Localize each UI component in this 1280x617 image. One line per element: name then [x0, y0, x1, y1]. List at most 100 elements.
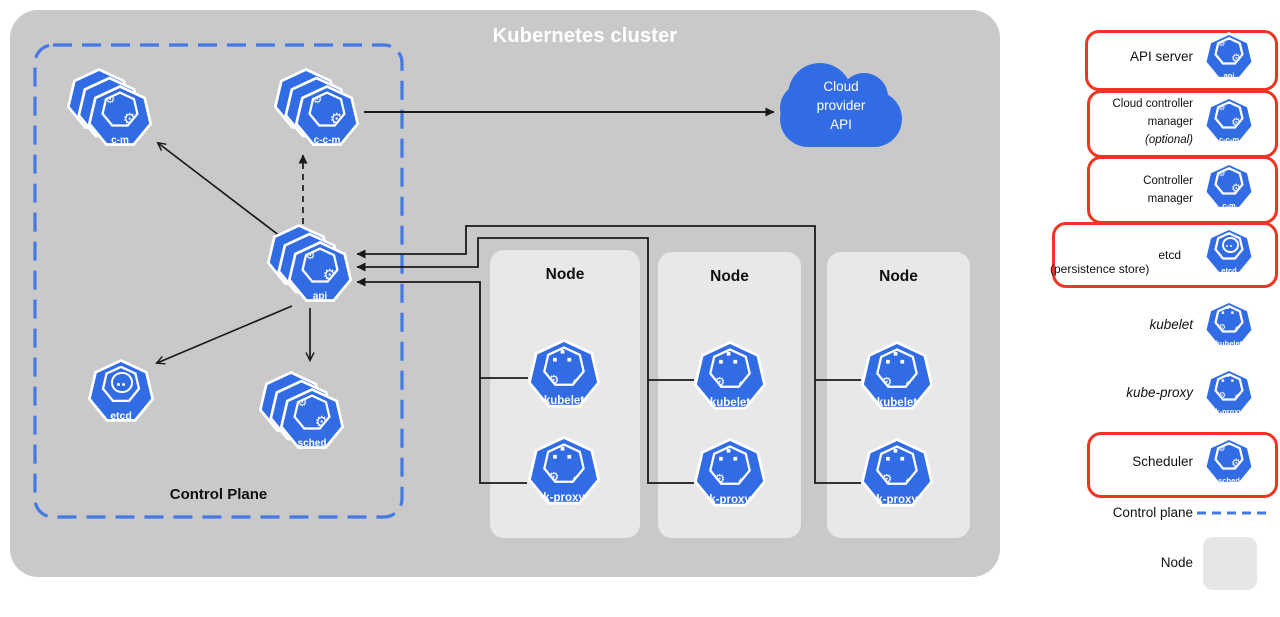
- hexagon-label: etcd: [110, 409, 132, 422]
- legend-label-cloud-controller-manager: Cloud controller manager (optional): [1112, 98, 1193, 146]
- k8s-logo-frame: ■■■⚙⚙: [1214, 305, 1244, 333]
- legend-node-swatch: [1203, 537, 1257, 590]
- node-title: Node: [545, 266, 585, 283]
- k8s-logo: ■■■⚙⚙: [545, 443, 583, 481]
- legend-kubelet-icon: ■■■⚙⚙kubelet: [1203, 300, 1255, 350]
- gear-icon: ⚙: [1231, 52, 1242, 66]
- k8s-logo: ■■■⚙⚙: [1216, 306, 1242, 333]
- cubes-icon: ■: [718, 454, 724, 464]
- hexagon-label: k-proxy: [876, 494, 918, 507]
- hexagon-label: k-proxy: [709, 494, 751, 507]
- cubes-icon: ■: [893, 348, 898, 358]
- hexagon-label: c-m: [1222, 200, 1236, 210]
- cubes-icon: ■: [567, 452, 572, 462]
- cubes-icon: ■: [885, 454, 891, 464]
- legend-label-kube-proxy: kube-proxy: [1126, 385, 1193, 400]
- hexagon-layer: ■■■⚙⚙ kubelet: [860, 341, 934, 413]
- k8s-logo-frame: ⚙⚙: [1214, 442, 1244, 471]
- cubes-icon: ■: [733, 357, 738, 367]
- hexagon-layer: ■■■⚙⚙ k-proxy: [1203, 368, 1255, 418]
- scheduler-hexagon: ⚙⚙ sched: [258, 371, 345, 452]
- hexagon-label: sched: [1218, 475, 1240, 485]
- hexagon-layer: ⚙⚙c-m: [1203, 162, 1255, 212]
- k8s-logo-frame: ⚙⚙: [1214, 167, 1244, 196]
- gear-icon: ⚙: [1217, 39, 1226, 49]
- k8s-logo: ■■■⚙⚙: [1216, 375, 1242, 399]
- legend-label-node: Node: [1160, 555, 1193, 570]
- hexagon-layer: ■■■⚙⚙k-proxy: [527, 436, 601, 508]
- hexagon-layer: ■■■⚙⚙kubelet: [527, 339, 601, 411]
- k8s-logo: ■■■⚙⚙: [545, 346, 583, 384]
- hexagon-label: api: [1223, 70, 1235, 80]
- k8s-logo-frame: [1214, 232, 1244, 260]
- node-title: Node: [710, 268, 749, 285]
- k8s-logo: [1216, 234, 1242, 258]
- cubes-icon: ■: [560, 443, 565, 453]
- kube-proxy-hexagon-node-3: ■■■⚙⚙k-proxy: [860, 438, 934, 510]
- hexagon-layer: etcd: [1203, 227, 1255, 277]
- gear-icon: ⚙: [1218, 323, 1226, 333]
- hexagon-label: c-m: [111, 134, 129, 146]
- etcd-logo-icon: [1221, 237, 1239, 254]
- legend-scheduler-icon: ⚙⚙sched: [1203, 437, 1255, 487]
- etcd-logo-icon: [1229, 245, 1233, 248]
- k8s-logo: ■■■⚙⚙: [878, 348, 916, 386]
- hexagon-layer: ⚙⚙c-c-m: [1203, 96, 1255, 146]
- gear-icon: ⚙: [1217, 103, 1226, 113]
- cloud-provider-api-shape: Cloud provider API: [780, 57, 902, 149]
- k8s-logo-frame: ■■■⚙⚙: [1214, 373, 1244, 401]
- k8s-logo: ⚙⚙: [1216, 169, 1242, 196]
- api-server-hexagon: ⚙⚙api: [266, 224, 353, 305]
- hexagon-label: kubelet: [876, 397, 918, 410]
- cubes-icon: ■: [885, 357, 891, 367]
- legend-label-control-plane: Control plane: [1112, 505, 1193, 520]
- legend-label-scheduler: Scheduler: [1132, 454, 1193, 469]
- hexagon-layer: etcd: [87, 359, 155, 425]
- k8s-logo-frame: ⚙⚙: [1214, 37, 1244, 66]
- gear-icon: ⚙: [1217, 444, 1226, 454]
- hexagon-layer: ⚙⚙ sched: [279, 388, 345, 452]
- legend-kube-proxy-icon: ■■■⚙⚙ k-proxy: [1203, 368, 1255, 418]
- hexagon-layer: ⚙⚙api: [287, 241, 353, 305]
- gear-icon: ⚙: [1231, 182, 1242, 196]
- cubes-icon: ■: [1221, 379, 1225, 385]
- k8s-logo: ⚙⚙: [295, 396, 329, 428]
- legend-label-persistence-store: (persistence store): [1050, 262, 1150, 276]
- cubes-icon: ■: [900, 454, 905, 464]
- hexagon-label: c-c-m: [313, 134, 341, 146]
- cubes-icon: ■: [1226, 306, 1230, 312]
- controller-manager-hexagon: ⚙⚙ c-m: [66, 68, 153, 149]
- cubes-icon: ■: [733, 454, 738, 464]
- cubes-icon: ■: [560, 346, 565, 356]
- kubelet-hexagon-node-3: ■■■⚙⚙ kubelet: [860, 341, 934, 413]
- k8s-logo-frame: ■■■⚙⚙: [876, 348, 918, 388]
- hexagon-label: sched: [297, 437, 327, 449]
- etcd-hexagon: etcd: [87, 359, 155, 425]
- hexagon-label: k-proxy: [1215, 406, 1243, 416]
- kubelet-hexagon-node-1: ■■■⚙⚙kubelet: [527, 339, 601, 411]
- gear-icon: ⚙: [1217, 169, 1226, 179]
- legend-label-api-server: API server: [1129, 49, 1193, 64]
- hexagon-label: kubelet: [709, 397, 751, 410]
- kubelet-hexagon-node-2: ■■■⚙⚙kubelet: [693, 341, 767, 413]
- gear-icon: ⚙: [1231, 116, 1242, 130]
- k8s-logo: ⚙⚙: [103, 93, 137, 125]
- hexagon-layer: ■■■⚙⚙k-proxy: [860, 438, 934, 510]
- cubes-icon: ■: [567, 355, 572, 365]
- legend-label-controller-manager: Controller manager: [1143, 175, 1193, 205]
- cluster-title: Kubernetes cluster: [492, 25, 678, 47]
- k8s-logo: ⚙⚙: [1216, 39, 1242, 66]
- etcd-logo-icon: [1225, 245, 1229, 248]
- cloud-provider-api-label: Cloud provider API: [816, 79, 866, 132]
- k8s-logo: ⚙⚙: [310, 93, 344, 125]
- k8s-logo: [104, 368, 138, 400]
- hexagon-layer: ⚙⚙sched: [1203, 437, 1255, 487]
- cubes-icon: ■: [900, 357, 905, 367]
- hexagon-label: etcd: [1221, 265, 1237, 275]
- hexagon-layer: ■■■⚙⚙kubelet: [693, 341, 767, 413]
- gear-icon: ⚙: [1231, 457, 1242, 471]
- cubes-icon: ■: [718, 357, 724, 367]
- kube-proxy-hexagon-node-1: ■■■⚙⚙k-proxy: [527, 436, 601, 508]
- gear-icon: ⚙: [881, 472, 893, 487]
